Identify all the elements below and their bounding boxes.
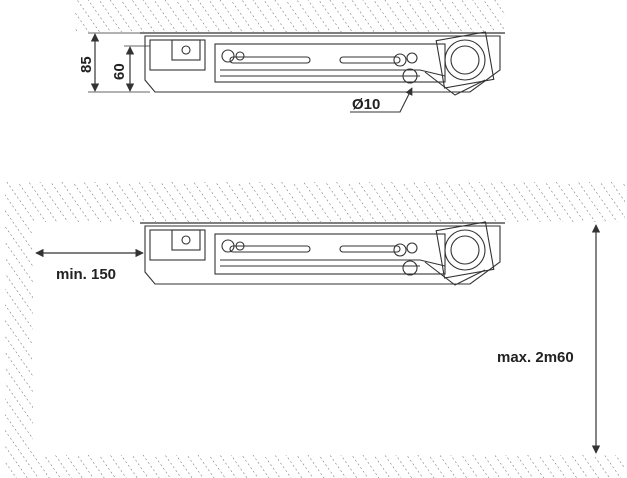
unit-drawing-top: [144, 31, 501, 96]
ceiling-hatch-top: [75, 0, 505, 32]
floor-hatch-bottom: [33, 455, 625, 478]
bottom-view: min. 150 max. 2m60: [5, 182, 625, 478]
top-view: 85 60 Ø10: [75, 0, 505, 113]
pipe-leader: [350, 87, 413, 113]
dim-wall-clearance-label: min. 150: [56, 266, 116, 283]
wall-hatch-bottom: [5, 222, 33, 478]
dim-60-label: 60: [111, 63, 128, 80]
unit-drawing-bottom: [144, 221, 501, 286]
pipe-diameter-label: Ø10: [352, 96, 380, 113]
dim-max-height-label: max. 2m60: [497, 349, 574, 366]
ceiling-hatch-bottom: [5, 182, 625, 222]
dim-85-label: 85: [78, 56, 95, 73]
